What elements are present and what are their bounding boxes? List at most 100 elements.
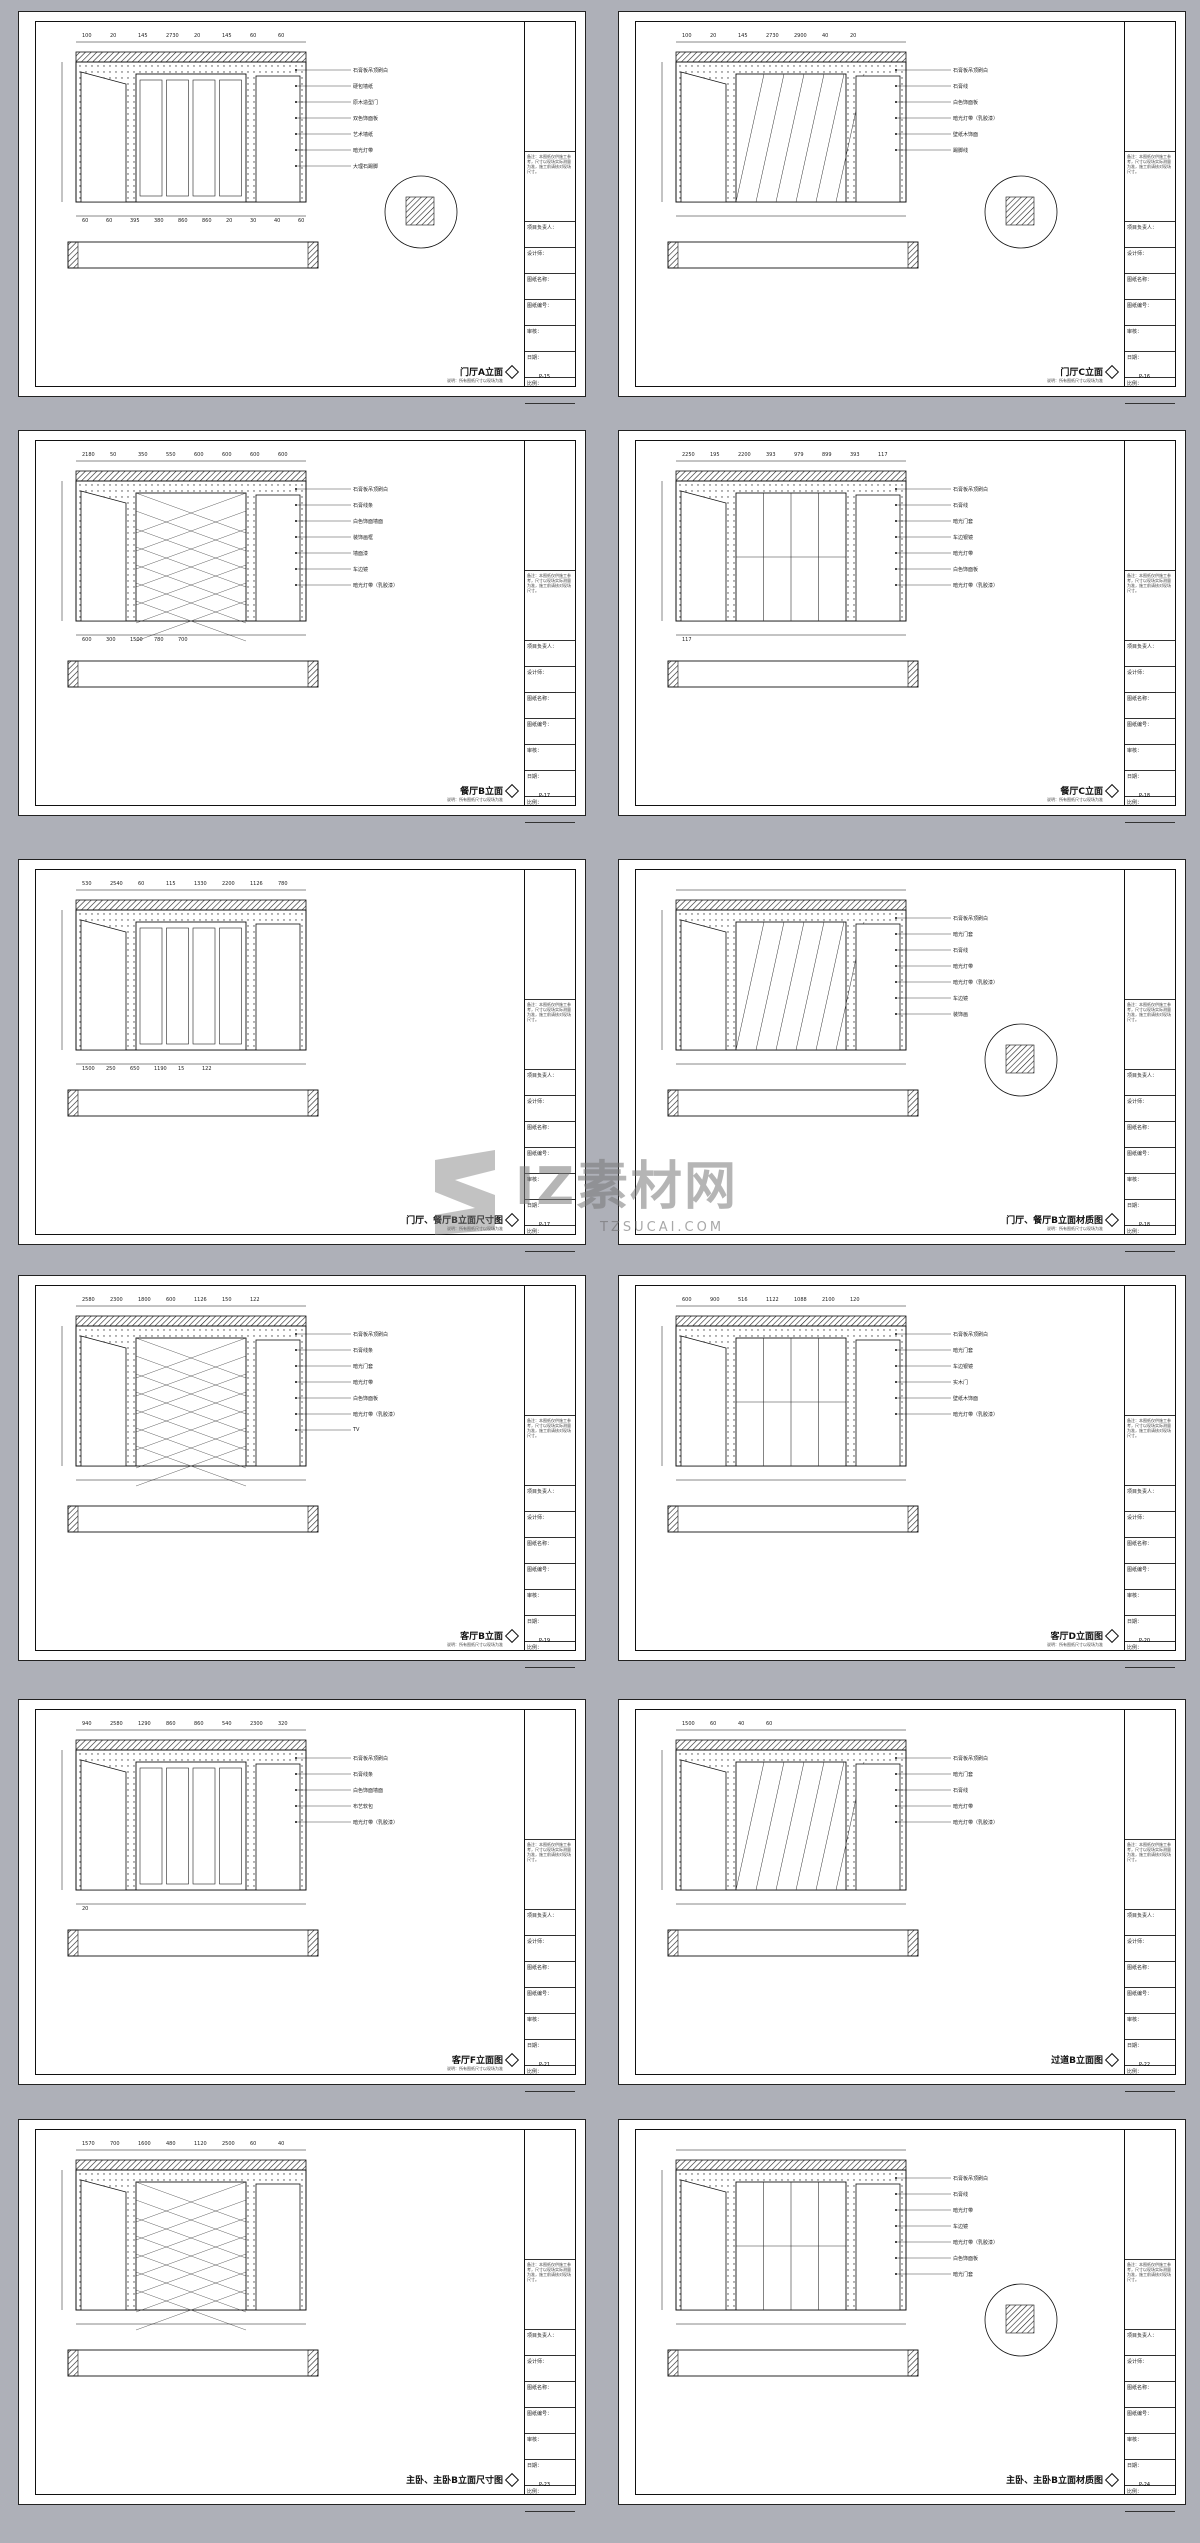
- title-block-row: 比例：: [525, 378, 575, 404]
- drawing-sheet: 备注：本图纸仅供施工参考，尺寸以现场实际测量为准，施工前请核对现场尺寸。项目负责…: [618, 1699, 1186, 2092]
- elevation-svg: [661, 1729, 951, 1957]
- title-block-row: 图纸名称：: [1125, 1122, 1175, 1148]
- dimension-text: 145: [222, 33, 232, 39]
- material-label: 暗光灯带（乳胶漆）: [953, 2240, 999, 2246]
- dimension-text: 2300: [110, 1297, 123, 1303]
- plan-section: [67, 660, 319, 688]
- dimension-text: 600: [194, 452, 204, 458]
- page-number: P-16: [1139, 374, 1151, 380]
- drawing-caption: 客厅D立面图: [1050, 1632, 1103, 1642]
- title-block-logo: [1125, 1286, 1175, 1416]
- dimension-text: 20: [710, 33, 717, 39]
- dimension-text: 2580: [110, 1721, 123, 1727]
- dimension-text: 60: [250, 2141, 257, 2147]
- caption-note: 说明：所有图纸尺寸以现场为准: [447, 378, 503, 383]
- title-block-row: 项目负责人：: [525, 1910, 575, 1936]
- drawing-caption: 餐厅C立面: [1060, 787, 1103, 797]
- title-block-row: 审核：: [1125, 2434, 1175, 2460]
- dimension-text: 320: [278, 1721, 288, 1727]
- material-label: 石膏板吊顶刷白: [953, 2176, 989, 2182]
- sheet-frame: 备注：本图纸仅供施工参考，尺寸以现场实际测量为准，施工前请核对现场尺寸。项目负责…: [635, 2129, 1176, 2512]
- title-block-logo: [525, 1710, 575, 1840]
- title-block-row: 图纸名称：: [525, 1962, 575, 1988]
- sheet-frame: 备注：本图纸仅供施工参考，尺寸以现场实际测量为准，施工前请核对现场尺寸。项目负责…: [35, 1285, 576, 1668]
- page-number: P-21: [539, 2062, 551, 2068]
- dimension-text: 122: [202, 1066, 212, 1072]
- title-block-notes: 备注：本图纸仅供施工参考，尺寸以现场实际测量为准，施工前请核对现场尺寸。: [1125, 1840, 1175, 1910]
- title-block-row: 设计师：: [1125, 248, 1175, 274]
- dimension-text: 1570: [82, 2141, 95, 2147]
- title-block-row: 图纸编号：: [1125, 1988, 1175, 2014]
- title-block-row: 图纸名称：: [1125, 693, 1175, 719]
- title-block-row: 图纸编号：: [1125, 719, 1175, 745]
- material-label: 白色饰面板: [953, 2256, 979, 2262]
- title-block-row: 审核：: [525, 326, 575, 352]
- sheet-frame: 备注：本图纸仅供施工参考，尺寸以现场实际测量为准，施工前请核对现场尺寸。项目负责…: [35, 2129, 576, 2512]
- sheet-frame: 备注：本图纸仅供施工参考，尺寸以现场实际测量为准，施工前请核对现场尺寸。项目负责…: [635, 1709, 1176, 2092]
- title-block-row: 图纸编号：: [525, 300, 575, 326]
- dimension-text: 600: [222, 452, 232, 458]
- dimension-text: 40: [738, 1721, 745, 1727]
- title-block: 备注：本图纸仅供施工参考，尺寸以现场实际测量为准，施工前请核对现场尺寸。项目负责…: [1124, 2130, 1175, 2512]
- door-opening: [680, 919, 727, 1051]
- title-block-row: 图纸名称：: [525, 1122, 575, 1148]
- title-block: 备注：本图纸仅供施工参考，尺寸以现场实际测量为准，施工前请核对现场尺寸。项目负责…: [1124, 1286, 1175, 1668]
- ceiling-section: [75, 470, 307, 482]
- drawing-caption: 客厅B立面: [460, 1632, 503, 1642]
- dimension-text: 300: [106, 637, 116, 643]
- material-label: 石膏板吊顶刷白: [953, 487, 989, 493]
- title-block: 备注：本图纸仅供施工参考，尺寸以现场实际测量为准，施工前请核对现场尺寸。项目负责…: [1124, 22, 1175, 404]
- material-label: 石膏线: [953, 84, 969, 90]
- dimension-text: 2730: [166, 33, 179, 39]
- title-block-notes: 备注：本图纸仅供施工参考，尺寸以现场实际测量为准，施工前请核对现场尺寸。: [1125, 152, 1175, 222]
- material-label: 暗光灯带（乳胶漆）: [953, 980, 999, 986]
- door-opening: [80, 1759, 127, 1891]
- elevation-svg: [661, 889, 1058, 1117]
- material-label: 石膏板吊顶刷白: [353, 68, 389, 74]
- dimension-text: 780: [154, 637, 164, 643]
- dimension-text: 1290: [138, 1721, 151, 1727]
- title-block-logo: [525, 870, 575, 1000]
- material-label: 暗光灯带: [353, 1380, 374, 1386]
- dimension-text: 100: [82, 33, 92, 39]
- drawing-caption: 门厅C立面: [1060, 368, 1103, 378]
- material-label: 石膏板吊顶刷白: [953, 1332, 989, 1338]
- dimension-text: 780: [278, 881, 288, 887]
- elevation-svg: [61, 1729, 351, 1957]
- door-opening: [80, 490, 127, 622]
- title-block: 备注：本图纸仅供施工参考，尺寸以现场实际测量为准，施工前请核对现场尺寸。项目负责…: [524, 1286, 575, 1668]
- material-label: 壁纸木饰面: [953, 132, 979, 138]
- title-block-notes: 备注：本图纸仅供施工参考，尺寸以现场实际测量为准，施工前请核对现场尺寸。: [1125, 2260, 1175, 2330]
- elevation-drawing: 石膏板吊顶刷白石膏线暗光门套车边银镜暗光灯带白色饰面板暗光灯带（乳胶漆）2250…: [636, 441, 1125, 805]
- drawing-caption: 主卧、主卧B立面材质图: [1006, 2476, 1103, 2486]
- ceiling-section: [75, 899, 307, 911]
- material-label: 暗光灯带（乳胶漆）: [353, 583, 399, 589]
- title-block-row: 设计师：: [525, 248, 575, 274]
- title-block-row: 比例：: [1125, 1642, 1175, 1668]
- feature-panel: [735, 1761, 847, 1891]
- dimension-text: 195: [710, 452, 720, 458]
- sheet-frame: 备注：本图纸仅供施工参考，尺寸以现场实际测量为准，施工前请核对现场尺寸。项目负责…: [635, 869, 1176, 1252]
- material-label: 双色饰面板: [353, 116, 379, 122]
- elevation-svg: [661, 460, 951, 688]
- dimension-text: 860: [194, 1721, 204, 1727]
- title-block-row: 日期：: [525, 352, 575, 378]
- title-block-row: 比例：: [1125, 2486, 1175, 2512]
- ceiling-section: [75, 2159, 307, 2171]
- sheet-frame: 备注：本图纸仅供施工参考，尺寸以现场实际测量为准，施工前请核对现场尺寸。项目负责…: [35, 440, 576, 823]
- title-block-row: 比例：: [525, 2486, 575, 2512]
- page-number: P-18: [1139, 793, 1151, 799]
- title-block-row: 设计师：: [525, 667, 575, 693]
- drawing-sheet: 备注：本图纸仅供施工参考，尺寸以现场实际测量为准，施工前请核对现场尺寸。项目负责…: [618, 859, 1186, 1252]
- door-opening: [80, 71, 127, 203]
- title-block-row: 设计师：: [525, 1512, 575, 1538]
- title-block-logo: [525, 22, 575, 152]
- title-block-row: 审核：: [1125, 2014, 1175, 2040]
- plan-section: [67, 241, 319, 269]
- dimension-text: 550: [166, 452, 176, 458]
- material-label: 暗光灯带（乳胶漆）: [353, 1820, 399, 1826]
- title-block: 备注：本图纸仅供施工参考，尺寸以现场实际测量为准，施工前请核对现场尺寸。项目负责…: [1124, 1710, 1175, 2092]
- material-label: 墙面漆: [353, 551, 369, 557]
